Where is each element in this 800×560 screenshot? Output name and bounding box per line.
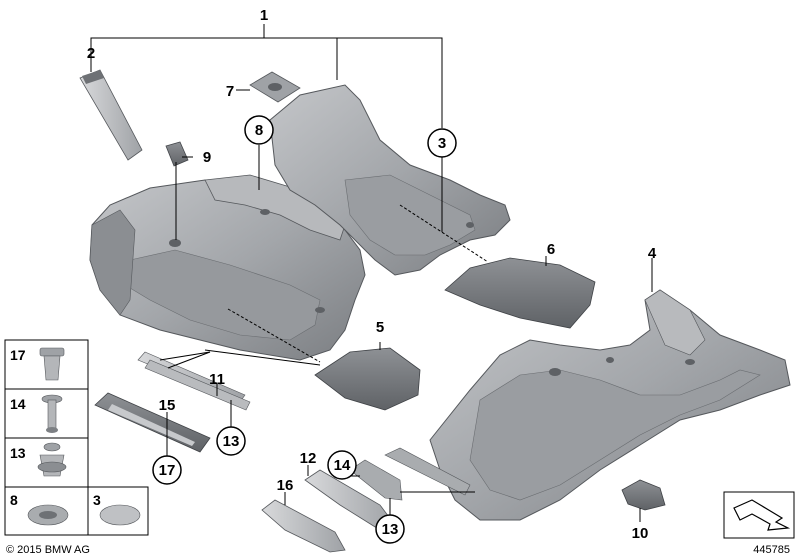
callout-13-upper: 13 [223,433,240,450]
circled-callouts: 8 3 13 17 14 13 [152,115,457,544]
diagram-number: 445785 [753,544,790,556]
callout-6: 6 [547,241,555,258]
callout-9: 9 [203,149,211,166]
part-2-heel-pad [79,69,143,161]
clip-13-icon [37,442,67,477]
clip-17-icon [39,347,65,381]
callout-14: 14 [334,457,351,474]
callout-12: 12 [300,450,317,467]
orientation-arrow-icon [723,491,795,539]
legend-num-3: 3 [93,492,101,508]
legend-num-17: 17 [10,347,26,363]
rear-edge-trim [384,447,471,496]
part-16-trim [261,499,346,553]
callout-4: 4 [648,245,657,262]
callout-11: 11 [209,371,225,388]
part-15-sill-plate [94,392,211,453]
callout-3: 3 [438,135,446,152]
callout-labels: 1 2 7 9 6 4 5 11 15 12 16 10 [87,7,657,542]
part-7-cover-plate [249,71,301,103]
callout-16: 16 [277,477,294,494]
callout-5: 5 [376,319,384,336]
leader-lines [90,24,653,522]
rear-floor-carpet [429,289,791,521]
callout-15: 15 [159,397,176,414]
part-5-floor-mat [314,347,421,411]
fastener-legend: 17 14 13 8 3 [4,339,149,536]
copyright-text: © 2015 BMW AG [6,544,90,556]
legend-num-8: 8 [10,492,18,508]
legend-num-14: 14 [10,396,26,412]
callout-13-lower: 13 [382,521,399,538]
part-10-clip [621,479,666,511]
washer-8-icon [27,504,69,526]
callout-1: 1 [260,7,268,24]
callout-2: 2 [87,45,95,62]
screw-14-icon [41,394,63,433]
dashed-leaders [227,204,489,363]
legend-num-13: 13 [10,445,26,461]
part-14-trim [349,459,403,501]
part-6-floor-mat [444,257,596,329]
callout-17: 17 [159,462,176,479]
cap-3-icon [99,504,141,526]
callout-8: 8 [255,122,263,139]
part-9-clip [165,141,189,167]
callout-7: 7 [226,83,234,100]
front-floor-carpet [89,84,511,361]
part-11-sill-rail [137,351,251,411]
callout-10: 10 [632,525,649,542]
